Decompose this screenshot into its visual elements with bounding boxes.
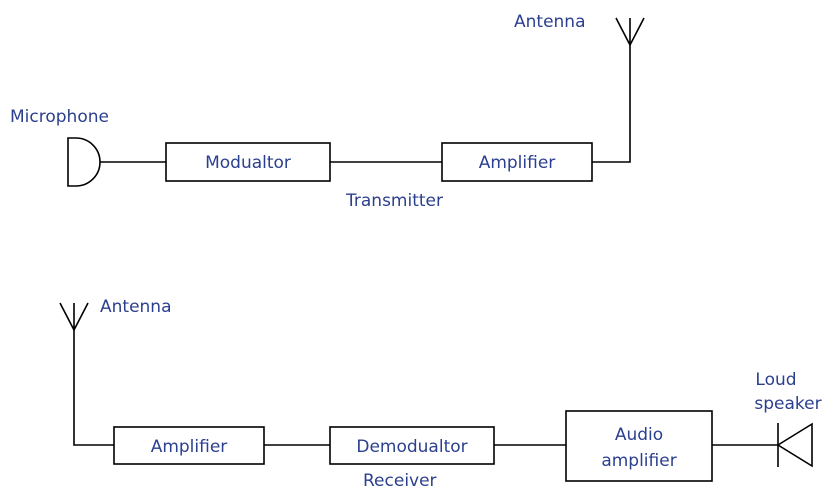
microphone-label: Microphone <box>10 107 109 127</box>
audio-amplifier-label-line1: Audio <box>615 425 663 445</box>
loud-speaker-label-line1: Loud <box>755 370 796 390</box>
receiver-label: Receiver <box>363 471 437 490</box>
loud-speaker-label-line2: speaker <box>754 394 821 414</box>
rx-antenna-icon <box>59 302 89 332</box>
audio-amplifier-label-line2: amplifier <box>601 451 676 471</box>
transmitter-label: Transmitter <box>345 191 443 211</box>
demodulator-block <box>329 426 495 465</box>
receiver-section: Antenna Amplifier Demodualtor Audio ampl… <box>59 297 822 490</box>
transmitter-section: Microphone Modualtor Amplifier Antenna T… <box>10 12 645 211</box>
rx-amplifier-block <box>113 426 265 465</box>
rx-antenna-label: Antenna <box>100 297 172 317</box>
tx-antenna-label: Antenna <box>514 12 586 32</box>
loud-speaker-icon <box>776 422 813 468</box>
tx-antenna-icon <box>615 17 645 47</box>
audio-amplifier-block <box>565 410 713 482</box>
tx-amplifier-block <box>441 142 593 182</box>
microphone-icon <box>67 137 101 187</box>
demodulator-label: Demodualtor <box>356 437 467 457</box>
tx-amplifier-label: Amplifier <box>479 153 556 173</box>
wire-antenna-amplifier <box>73 328 114 446</box>
wire-amplifier-antenna <box>592 42 631 163</box>
rx-amplifier-label: Amplifier <box>151 437 228 457</box>
modulator-label: Modualtor <box>205 153 291 173</box>
